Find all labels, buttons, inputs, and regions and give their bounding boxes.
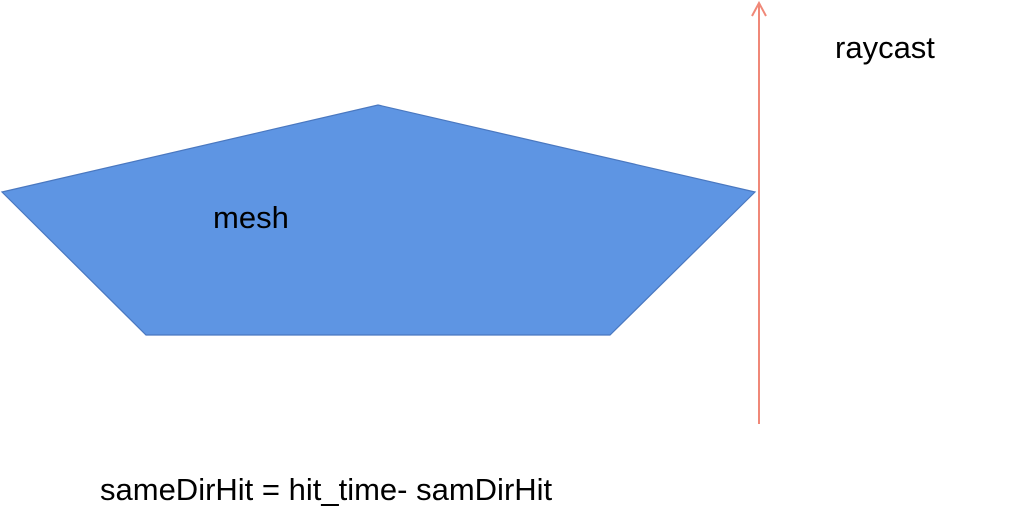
mesh-pentagon — [0, 104, 757, 336]
mesh-label: mesh — [213, 200, 289, 235]
raycast-arrow — [751, 0, 767, 424]
formula-text: sameDirHit = hit_time- samDirHit — [100, 472, 553, 507]
raycast-label: raycast — [835, 30, 935, 65]
raycast-arrowhead-icon — [751, 0, 767, 17]
